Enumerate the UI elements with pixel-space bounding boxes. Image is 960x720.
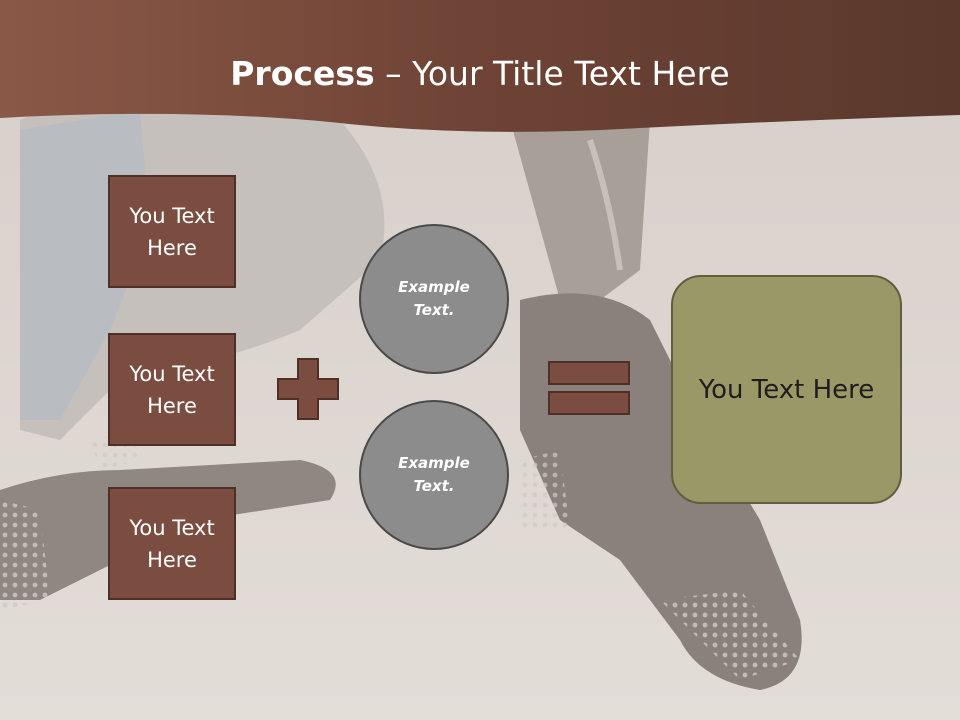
- example-circle-1[interactable]: Example Text.: [359, 224, 509, 374]
- input-box-3-label: You Text Here: [129, 515, 215, 572]
- example-circle-1-label: Example Text.: [398, 278, 470, 319]
- input-box-2[interactable]: You Text Here: [108, 333, 236, 446]
- result-box-label: You Text Here: [698, 374, 875, 405]
- equals-icon: [548, 361, 630, 415]
- title-rest: – Your Title Text Here: [374, 54, 730, 93]
- title-bold: Process: [230, 54, 375, 93]
- example-circle-2-label: Example Text.: [398, 454, 470, 495]
- example-circle-2[interactable]: Example Text.: [359, 400, 509, 550]
- header-band: [0, 0, 960, 132]
- input-box-1[interactable]: You Text Here: [108, 175, 236, 288]
- result-box[interactable]: You Text Here: [671, 275, 902, 504]
- input-box-3[interactable]: You Text Here: [108, 487, 236, 600]
- input-box-2-label: You Text Here: [129, 361, 215, 418]
- page-title: Process – Your Title Text Here: [0, 52, 960, 96]
- input-box-1-label: You Text Here: [129, 203, 215, 260]
- plus-icon: [277, 358, 339, 420]
